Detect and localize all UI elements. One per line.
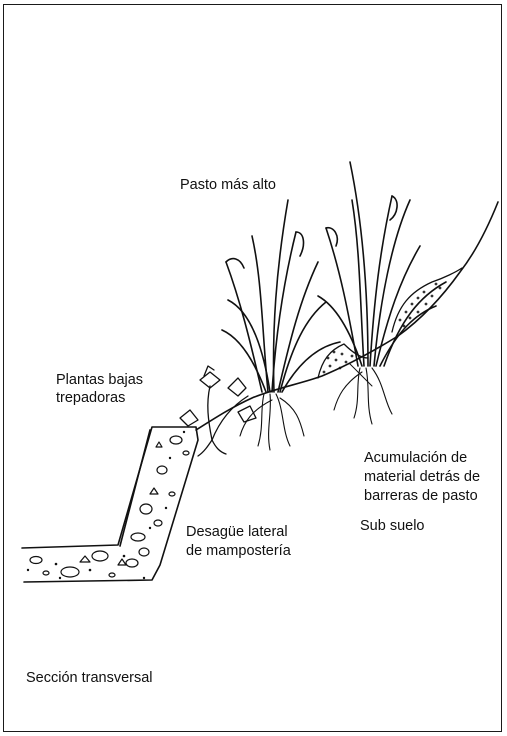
accumulation-leader (350, 364, 372, 386)
accumulation-dots (323, 283, 442, 374)
label-accumulation-line2: material detrás de (364, 468, 480, 486)
grass-clump-1 (222, 200, 340, 392)
label-cross-section: Sección transversal (26, 669, 153, 687)
label-drain-line1: Desagüe lateral (186, 523, 288, 541)
grass-clump-2 (318, 162, 446, 366)
drain-specks (27, 431, 185, 579)
slope-surface (196, 202, 498, 430)
label-low-plants-line2: trepadoras (56, 389, 125, 407)
low-creeping-plants (180, 366, 256, 456)
accumulation-2 (392, 268, 462, 332)
label-accumulation-line1: Acumulación de (364, 449, 467, 467)
label-accumulation-line3: barreras de pasto (364, 487, 478, 505)
masonry-drain (22, 427, 198, 582)
grass-roots (240, 368, 392, 450)
drain-stones (30, 436, 189, 577)
label-subsoil: Sub suelo (360, 517, 425, 535)
label-low-plants-line1: Plantas bajas (56, 371, 143, 389)
label-drain-line2: de mampostería (186, 542, 291, 560)
label-tall-grass: Pasto más alto (180, 176, 276, 194)
